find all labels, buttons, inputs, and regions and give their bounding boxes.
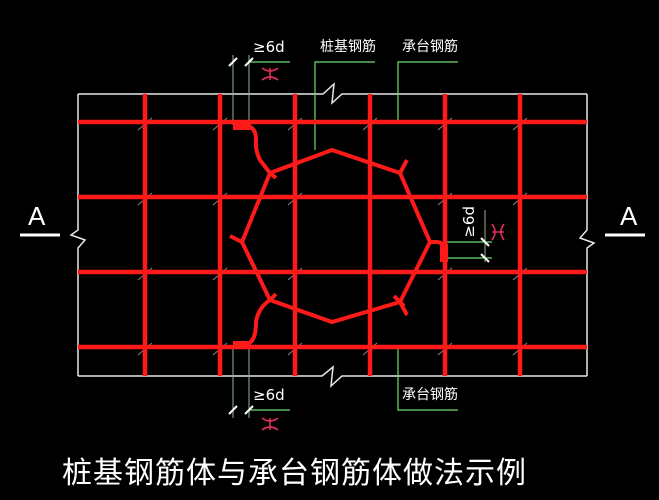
dimension-bottom: ≥6d [253,386,285,404]
dimension-right: ≥6d [460,206,478,238]
dimension-ticks [228,57,490,415]
pile-rebar-leader [314,61,375,150]
label-cap-rebar-bottom: 承台钢筋 [402,387,458,403]
label-cap-rebar-top: 承台钢筋 [402,39,458,55]
pile-octagon [239,147,433,325]
dimension-top: ≥6d [253,38,285,56]
diagram-title: 桩基钢筋体与承台钢筋体做法示例 [62,456,527,491]
anchor-thick-ends [233,122,448,349]
cap-rebar-bottom-leader [397,347,458,411]
section-label-right: A [620,201,638,231]
cap-rebar-top-leader [397,61,458,122]
weld-marks [261,67,505,431]
pile-anchor-bottom-left [234,298,272,346]
section-label-left: A [28,201,46,231]
pile-anchor-top-left [234,124,272,175]
dimension-lines [232,55,486,418]
label-pile-rebar: 桩基钢筋 [320,39,376,55]
cap-rebar-grid [78,94,587,376]
cap-outline [69,82,596,388]
pile-rebar [229,124,446,346]
